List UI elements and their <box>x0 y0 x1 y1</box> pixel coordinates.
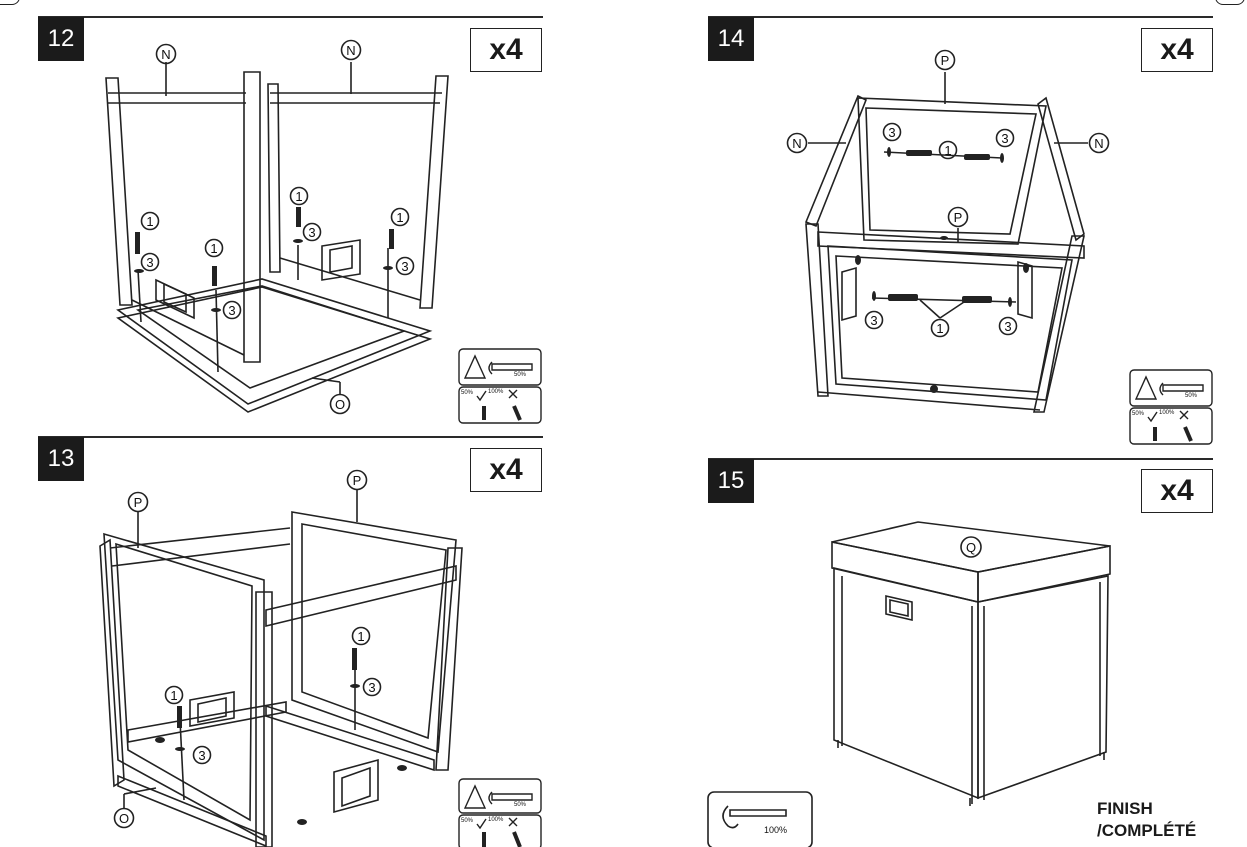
final-torque-value: 100% <box>764 825 787 835</box>
hardware-label-1: 1 <box>295 189 302 204</box>
part-label-o: O <box>119 811 129 826</box>
part-label-n: N <box>161 47 170 62</box>
part-label-n: N <box>792 136 801 151</box>
part-label-n: N <box>1094 136 1103 151</box>
hardware-label-1: 1 <box>944 143 951 158</box>
hardware-label-3: 3 <box>308 225 315 240</box>
check-icon <box>1147 411 1158 423</box>
allen-key-icon <box>729 809 787 817</box>
warning-icon <box>463 784 487 809</box>
torque-warning-panel <box>458 348 542 424</box>
svg-text:100%: 100% <box>488 389 504 395</box>
warning-icon <box>1134 375 1158 400</box>
hardware-label-3: 3 <box>870 313 877 328</box>
hardware-label-3: 3 <box>1001 131 1008 146</box>
step-number: 12 <box>38 17 84 61</box>
check-icon <box>476 818 487 830</box>
step-divider <box>708 458 1213 460</box>
svg-text:100%: 100% <box>1159 410 1175 416</box>
part-label-p: P <box>941 53 950 68</box>
cross-icon <box>508 389 518 399</box>
svg-text:50%: 50% <box>461 818 474 824</box>
part-label-p: P <box>134 495 143 510</box>
finish-label: FINISH <box>1097 799 1153 818</box>
svg-text:50%: 50% <box>514 372 527 378</box>
allen-key-icon <box>491 363 533 371</box>
hardware-label-1: 1 <box>396 210 403 225</box>
hardware-label-3: 3 <box>401 259 408 274</box>
hardware-label-3: 3 <box>1004 319 1011 334</box>
step-14-drawing: P P N N 3 3 1 3 1 3 50% 50% 100% <box>786 49 1213 445</box>
cross-icon <box>508 817 518 827</box>
quantity-box: x4 <box>470 448 542 492</box>
hardware-label-3: 3 <box>146 255 153 270</box>
step-12-drawing: N N O 1 3 1 3 1 3 1 3 50% 50% 100% <box>105 39 542 424</box>
part-label-p: P <box>954 210 963 225</box>
hardware-label-3: 3 <box>888 125 895 140</box>
hardware-label-3: 3 <box>198 748 205 763</box>
svg-text:50%: 50% <box>461 390 474 396</box>
step-divider <box>38 16 543 18</box>
hardware-label-1: 1 <box>146 214 153 229</box>
svg-text:100%: 100% <box>488 817 504 823</box>
torque-warning-panel <box>458 778 542 847</box>
allen-key-icon <box>1162 384 1204 392</box>
cross-icon <box>1179 410 1189 420</box>
step-divider <box>708 16 1213 18</box>
hardware-label-1: 1 <box>936 321 943 336</box>
hardware-label-3: 3 <box>368 680 375 695</box>
part-label-o: O <box>335 397 345 412</box>
quantity-box: x4 <box>470 28 542 72</box>
rotate-arrow-icon <box>722 805 739 829</box>
hardware-label-1: 1 <box>210 241 217 256</box>
step-number: 15 <box>708 459 754 503</box>
step-number: 13 <box>38 437 84 481</box>
check-icon <box>476 390 487 402</box>
torque-warning-panel <box>1129 369 1213 445</box>
part-label-q: Q <box>966 540 976 555</box>
svg-text:50%: 50% <box>514 802 527 808</box>
part-label-n: N <box>346 43 355 58</box>
svg-text:50%: 50% <box>1185 393 1198 399</box>
hardware-label-1: 1 <box>170 688 177 703</box>
hardware-label-3: 3 <box>228 303 235 318</box>
step-13-drawing: P P O 1 3 1 3 50% 50% 100% <box>99 469 542 847</box>
quantity-box: x4 <box>1141 469 1213 513</box>
part-label-p: P <box>353 473 362 488</box>
allen-key-icon <box>491 793 533 801</box>
hardware-label-1: 1 <box>357 629 364 644</box>
step-divider <box>38 436 543 438</box>
quantity-box: x4 <box>1141 28 1213 72</box>
svg-text:50%: 50% <box>1132 411 1145 417</box>
warning-icon <box>463 354 487 379</box>
step-number: 14 <box>708 17 754 61</box>
final-torque-panel <box>707 791 813 847</box>
complete-label: /COMPLÉTÉ <box>1097 821 1197 840</box>
